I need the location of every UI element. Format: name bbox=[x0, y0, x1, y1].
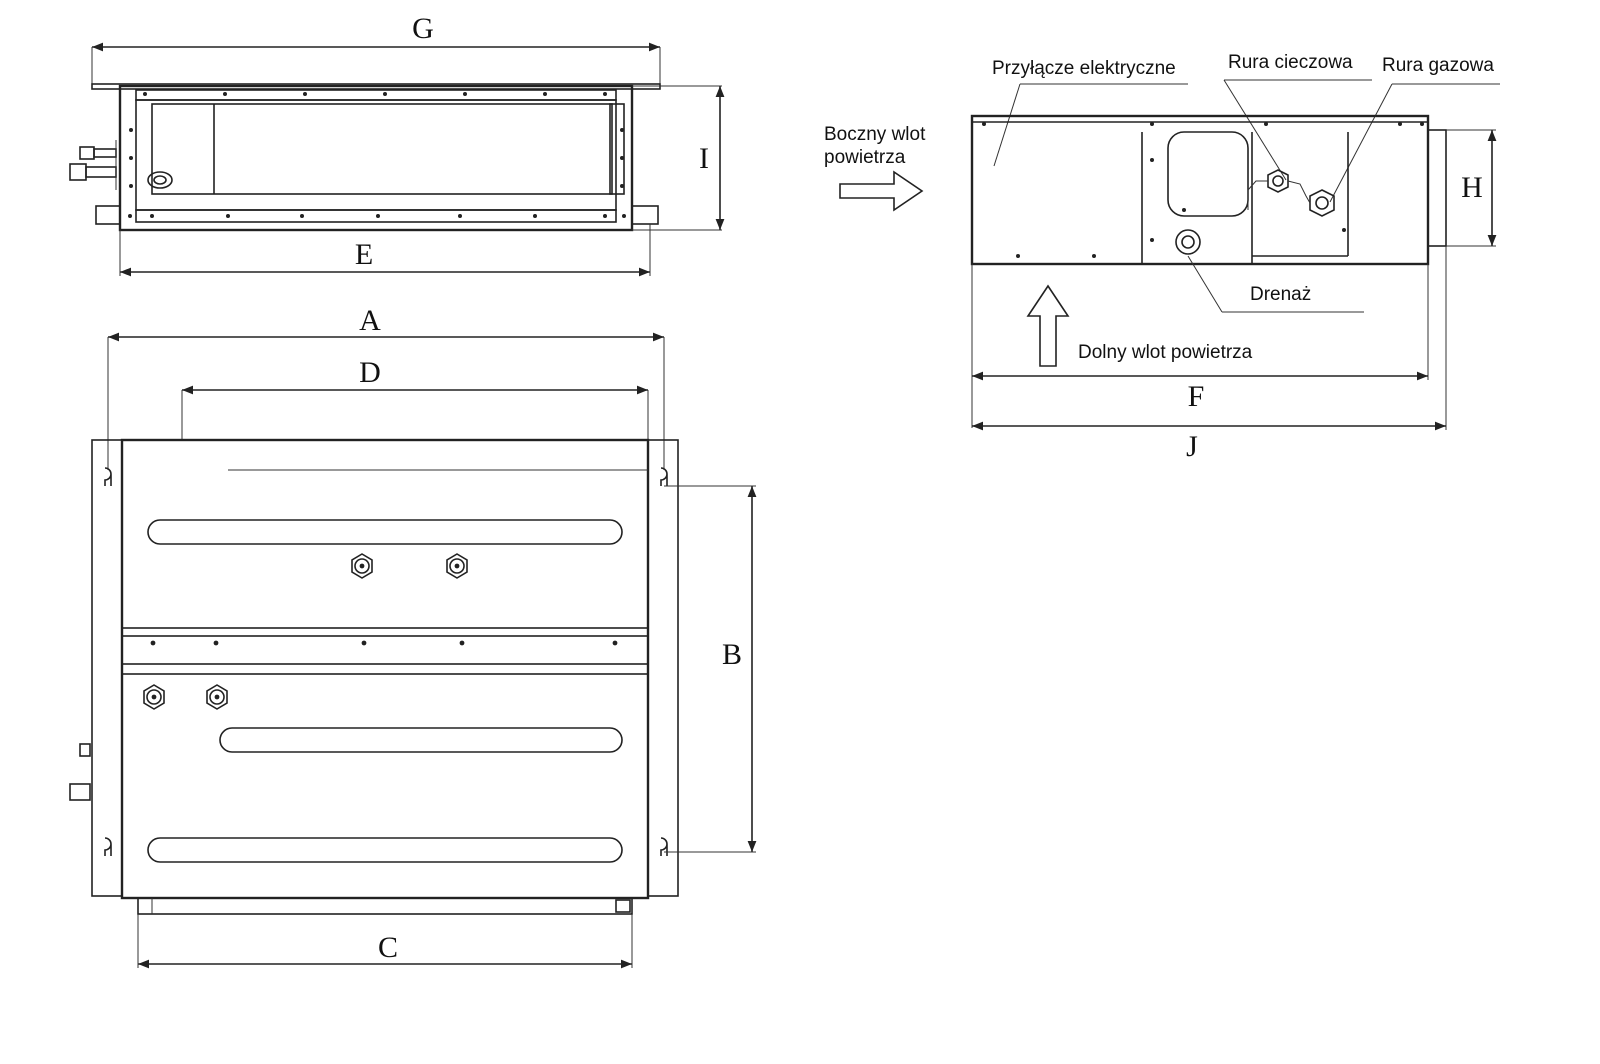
left-bracket bbox=[91, 439, 123, 897]
unit-body-top bbox=[120, 438, 650, 900]
label-side-inlet-line1: Boczny wlot bbox=[824, 124, 926, 145]
front-view: G bbox=[69, 12, 725, 277]
label-bottom-inlet: Dolny wlot powietrza bbox=[1078, 342, 1253, 363]
dimension-label-i: I bbox=[699, 142, 709, 175]
slot-lower bbox=[147, 837, 623, 863]
hex-nuts bbox=[143, 553, 468, 710]
label-side-inlet-line2: powietrza bbox=[824, 147, 906, 168]
slot-middle bbox=[219, 727, 623, 753]
dimension-label-b: B bbox=[722, 638, 742, 671]
dimension-label-d: D bbox=[359, 356, 381, 389]
dimension-label-j: J bbox=[1186, 430, 1198, 463]
dimension-label-c: C bbox=[378, 931, 398, 964]
side-inlet-arrow bbox=[839, 170, 924, 212]
dimension-label-a: A bbox=[359, 304, 381, 337]
label-drain: Drenaż bbox=[1250, 284, 1311, 305]
dimension-label-g: G bbox=[412, 12, 434, 45]
label-liquid-pipe: Rura cieczowa bbox=[1228, 52, 1353, 73]
label-electrical-connection: Przyłącze elektryczne bbox=[992, 58, 1176, 79]
side-view: Przyłącze elektryczne Rura cieczowa Rura… bbox=[824, 52, 1500, 463]
dimension-label-h: H bbox=[1461, 171, 1483, 204]
label-gas-pipe: Rura gazowa bbox=[1382, 55, 1494, 76]
unit-body-front bbox=[118, 84, 634, 232]
top-view: A D bbox=[69, 304, 757, 969]
dimension-label-e: E bbox=[355, 238, 373, 271]
right-bracket bbox=[647, 439, 679, 897]
pipe-fittings-front bbox=[69, 140, 117, 190]
dimension-label-f: F bbox=[1188, 380, 1205, 413]
bottom-inlet-arrow bbox=[1026, 284, 1070, 367]
slot-upper bbox=[147, 519, 623, 545]
